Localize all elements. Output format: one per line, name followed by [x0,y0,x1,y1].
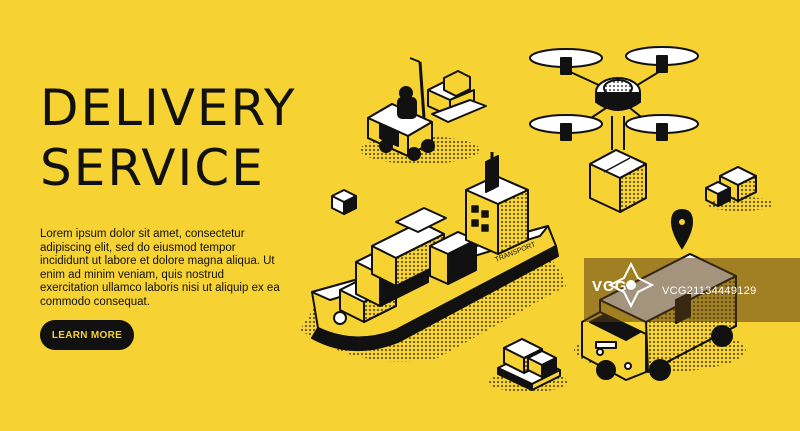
pallet-icon [488,338,568,392]
learn-more-button[interactable]: LEARN MORE [40,320,134,350]
cargo-ship-icon: TRANSPORT [300,152,566,362]
parcel-box-icon [331,166,774,215]
forklift-icon [360,57,487,164]
location-pin-icon [670,208,694,250]
headline-line-1: DELIVERY [40,79,297,137]
watermark-logo-icon [608,262,654,308]
headline: DELIVERY SERVICE [40,78,340,198]
watermark-id: VCG21134449129 [662,285,757,297]
drone-icon [529,46,699,213]
headline-line-2: SERVICE [40,139,265,197]
watermark-brand: VCG [592,278,628,295]
body-text: Lorem ipsum dolor sit amet, consectetur … [40,228,280,308]
